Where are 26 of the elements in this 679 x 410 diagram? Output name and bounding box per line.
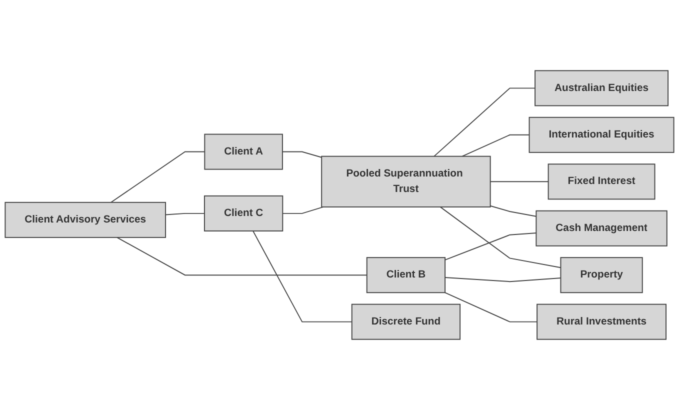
connector — [490, 181, 549, 182]
node-box: International Equities — [528, 116, 674, 153]
connector — [444, 277, 562, 282]
connector — [116, 236, 368, 276]
node-box: Pooled Superannuation Trust — [321, 156, 491, 208]
node-box: Discrete Fund — [351, 304, 461, 340]
connector — [110, 151, 206, 203]
node-box: Cash Management — [536, 210, 668, 246]
connector — [165, 212, 205, 216]
connector — [462, 134, 530, 157]
node-box: Rural Investments — [536, 304, 667, 340]
connector — [252, 230, 352, 322]
node-box: Property — [560, 257, 643, 294]
connector — [444, 232, 537, 260]
node-box: Client A — [204, 134, 283, 170]
connector — [282, 151, 322, 158]
node-box: Fixed Interest — [548, 164, 656, 200]
node-box: Australian Equities — [534, 70, 669, 106]
node-box: Client B — [366, 257, 446, 294]
connector — [490, 205, 537, 217]
connector — [434, 88, 536, 157]
connector — [282, 206, 324, 214]
node-box: Client Advisory Services — [4, 202, 166, 238]
connector — [440, 206, 562, 268]
node-box: Client C — [204, 195, 284, 232]
connector — [444, 292, 538, 322]
